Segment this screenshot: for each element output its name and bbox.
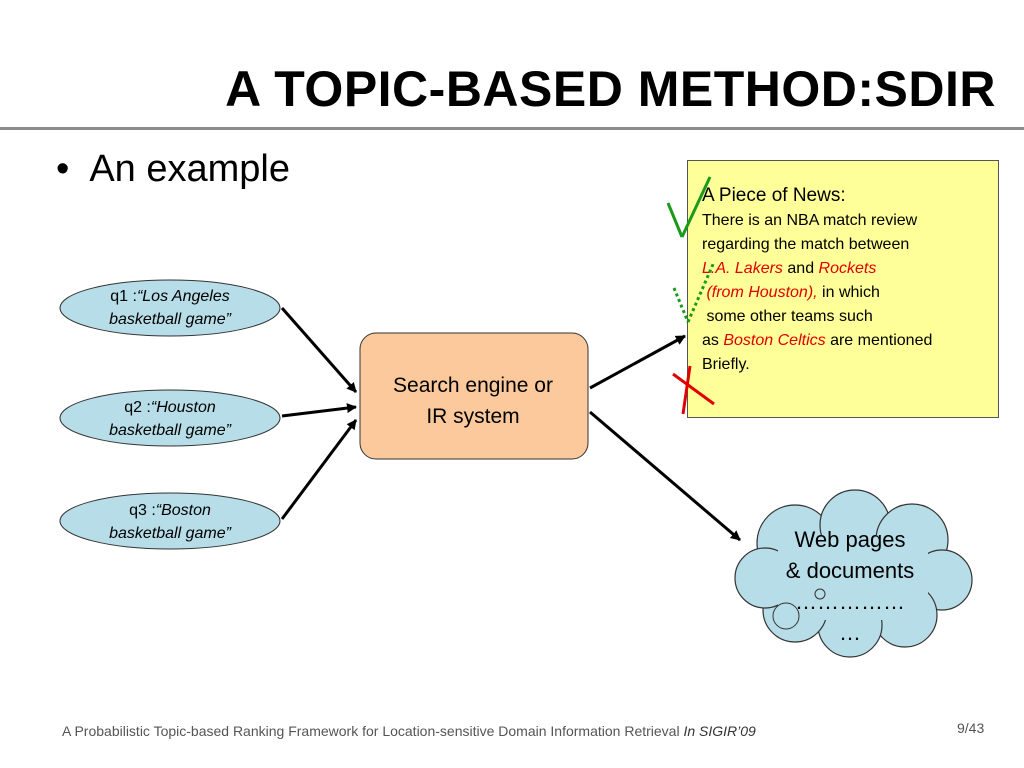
bullet-item: • An example — [56, 148, 290, 191]
arrow-engine-to-cloud — [589, 410, 741, 542]
news-line2: regarding the match between — [702, 236, 910, 253]
arrow-q3-to-engine — [280, 419, 358, 520]
title-divider — [0, 127, 1024, 130]
check-mark-dotted-icon — [672, 261, 716, 323]
news-mentioned: are mentioned — [830, 332, 933, 349]
query-q1-prefix: q1 : — [110, 288, 137, 305]
engine-label: Search engine or IR system — [362, 370, 584, 432]
query-q2-line2: basketball game” — [109, 422, 231, 439]
page-number: 9/43 — [957, 720, 985, 736]
news-briefly: Briefly. — [702, 356, 750, 373]
news-lakers: L.A. Lakers — [702, 260, 783, 277]
arrow-q1-to-engine — [280, 307, 358, 393]
query-q1: q1 :“Los Angeles basketball game” — [74, 285, 266, 331]
arrow-engine-to-news — [589, 334, 686, 390]
slide-footer: A Probabilistic Topic-based Ranking Fram… — [62, 723, 756, 739]
query-ellipse-q1 — [59, 279, 281, 337]
query-ellipse-q2 — [59, 389, 281, 447]
engine-line1: Search engine or — [393, 374, 553, 397]
query-q3-line1: “Boston — [155, 502, 211, 519]
query-q2-prefix: q2 : — [124, 399, 151, 416]
news-celtics: Boston Celtics — [723, 332, 826, 349]
news-in-which: in which — [822, 284, 880, 301]
query-q3-line2: basketball game” — [109, 525, 231, 542]
cross-mark-icon — [672, 365, 715, 415]
news-rockets: Rockets — [818, 260, 877, 277]
news-line1: There is an NBA match review — [702, 212, 918, 229]
news-from-houston: (from Houston), — [706, 284, 818, 301]
bullet-text: An example — [89, 148, 290, 190]
check-mark-solid-icon — [666, 176, 712, 238]
news-box — [687, 160, 999, 418]
footer-venue: In SIGIR’09 — [683, 723, 756, 739]
engine-line2: IR system — [426, 405, 520, 428]
footer-text: A Probabilistic Topic-based Ranking Fram… — [62, 723, 680, 739]
cloud-line3: …………… — [795, 589, 905, 614]
query-ellipse-q3 — [59, 492, 281, 550]
cloud-bubble-large — [772, 602, 800, 630]
slide-title: A TOPIC-BASED METHOD:SDIR — [225, 61, 996, 117]
bullet-dot: • — [56, 148, 70, 190]
query-q2-line1: “Houston — [150, 399, 216, 416]
query-q3-prefix: q3 : — [129, 502, 156, 519]
news-text: A Piece of News: There is an NBA match r… — [702, 184, 932, 377]
query-q1-line2: basketball game” — [109, 311, 231, 328]
cloud-label: Web pages & documents …………… … — [760, 524, 940, 648]
cloud-line1: Web pages — [794, 527, 906, 552]
arrow-q2-to-engine — [281, 403, 357, 418]
cloud-bubble-small — [814, 588, 826, 600]
engine-box — [359, 332, 589, 460]
cloud-fill — [778, 535, 928, 620]
query-q3: q3 :“Boston basketball game” — [74, 499, 266, 545]
news-line5: some other teams such — [706, 308, 873, 325]
cloud-line2: & documents — [785, 558, 915, 583]
news-as: as — [702, 332, 719, 349]
query-q2: q2 :“Houston basketball game” — [74, 396, 266, 442]
news-heading: A Piece of News: — [702, 185, 846, 206]
cloud-line4: … — [839, 620, 861, 645]
news-and: and — [787, 260, 815, 277]
query-q1-line1: “Los Angeles — [136, 288, 230, 305]
